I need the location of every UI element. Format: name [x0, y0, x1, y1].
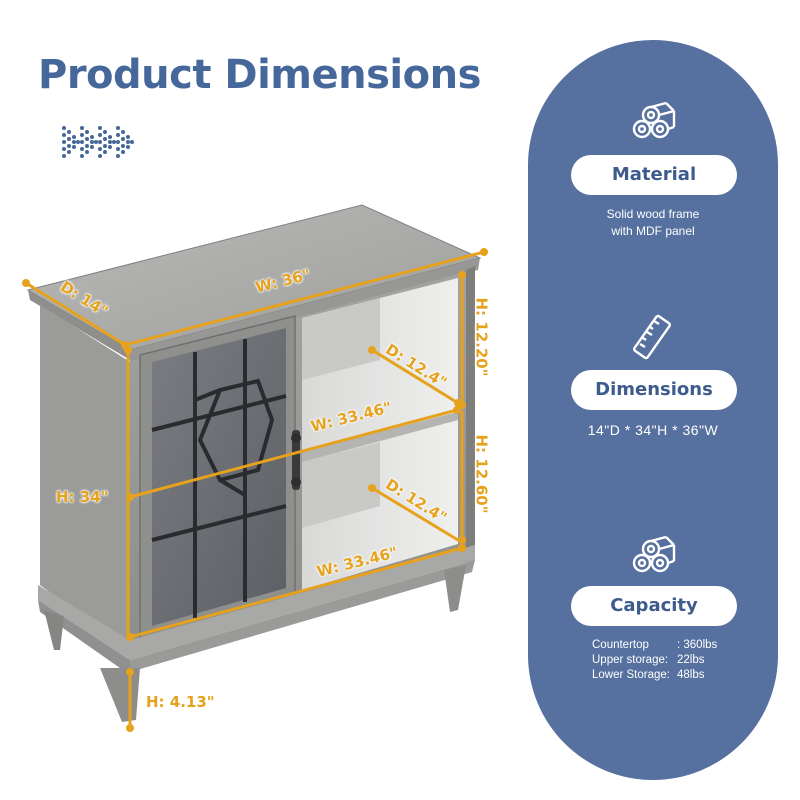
dim-lower-height: H: 12.60" [472, 434, 491, 514]
cabinet-top-edge [28, 290, 130, 360]
capacity-row: Lower Storage: 48lbs [592, 668, 717, 683]
back-left-leg [44, 610, 64, 650]
front-right-leg [444, 565, 466, 612]
front-left-leg [100, 668, 140, 722]
capacity-pill: Capacity [571, 586, 737, 626]
logs-icon [632, 101, 676, 139]
capacity-row: Countertop : 360lbs [592, 638, 717, 653]
page-title: Product Dimensions [38, 52, 481, 98]
cabinet-illustration [22, 204, 488, 732]
dimensions-pill: Dimensions [571, 370, 737, 410]
dim-leg-height: H: 4.13" [146, 693, 215, 711]
dimensions-desc: 14"D * 34"H * 36"W [587, 422, 719, 438]
dim-upper-height: H: 12.20" [472, 297, 491, 377]
cabinet-side [466, 266, 475, 566]
material-desc-line1: Solid wood frame [606, 207, 700, 221]
logs-icon [632, 535, 676, 573]
capacity-key: Upper storage: [592, 654, 669, 666]
ruler-icon [632, 314, 672, 360]
dim-overall-height: H: 34" [56, 488, 109, 506]
middle-shelf [302, 412, 458, 462]
arrow-dots-icon [62, 126, 134, 158]
capacity-row: Upper storage: 22lbs [592, 653, 717, 668]
material-desc-line2: with MDF panel [611, 224, 695, 238]
capacity-key: Countertop [592, 639, 649, 651]
capacity-value: 48lbs [677, 669, 705, 681]
capacity-table: Countertop : 360lbs Upper storage: 22lbs… [592, 638, 717, 683]
capacity-value: 22lbs [677, 654, 705, 666]
capacity-value: : 360lbs [677, 639, 718, 651]
cabinet-left-side [40, 305, 130, 650]
door-handle [292, 430, 300, 490]
capacity-key: Lower Storage: [592, 669, 670, 681]
material-pill: Material [571, 155, 737, 195]
features-panel: Material Solid wood frame with MDF panel… [528, 40, 778, 780]
